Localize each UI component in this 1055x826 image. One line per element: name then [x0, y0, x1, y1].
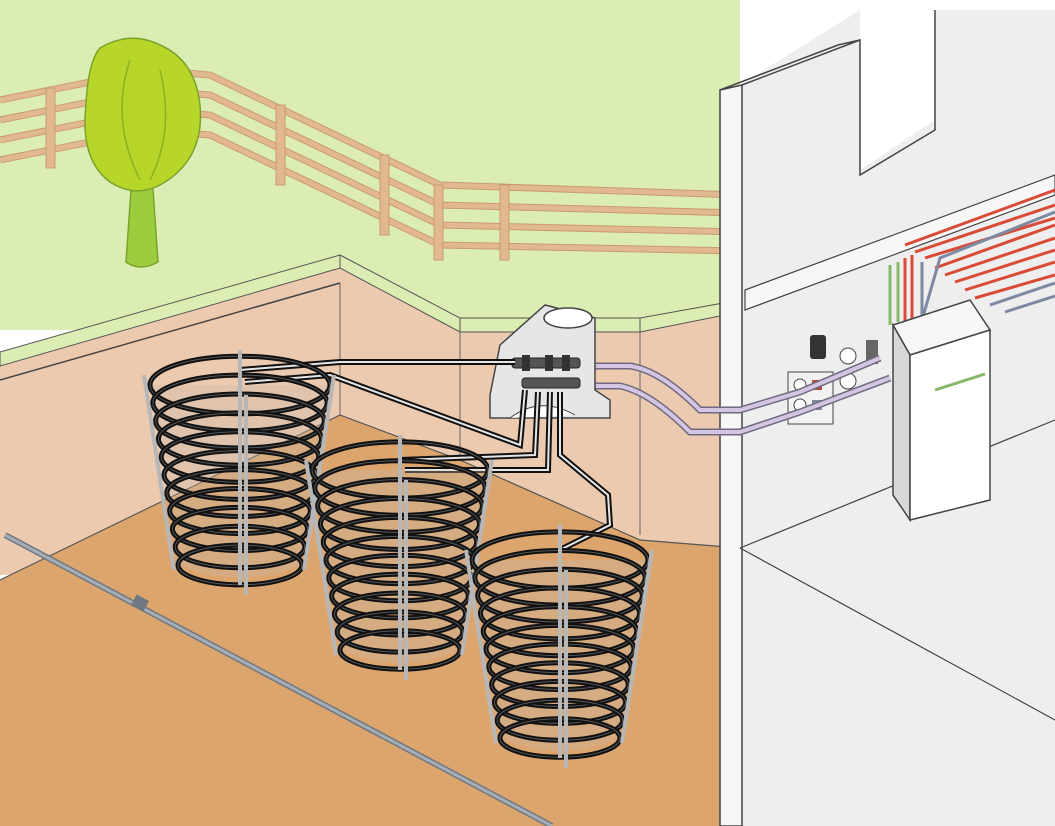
collector-basket-3 — [466, 525, 652, 768]
collector-basket-2 — [306, 435, 492, 680]
heat-pump — [893, 300, 990, 520]
collector-basket-1 — [144, 350, 334, 595]
building-wall — [720, 10, 1055, 826]
